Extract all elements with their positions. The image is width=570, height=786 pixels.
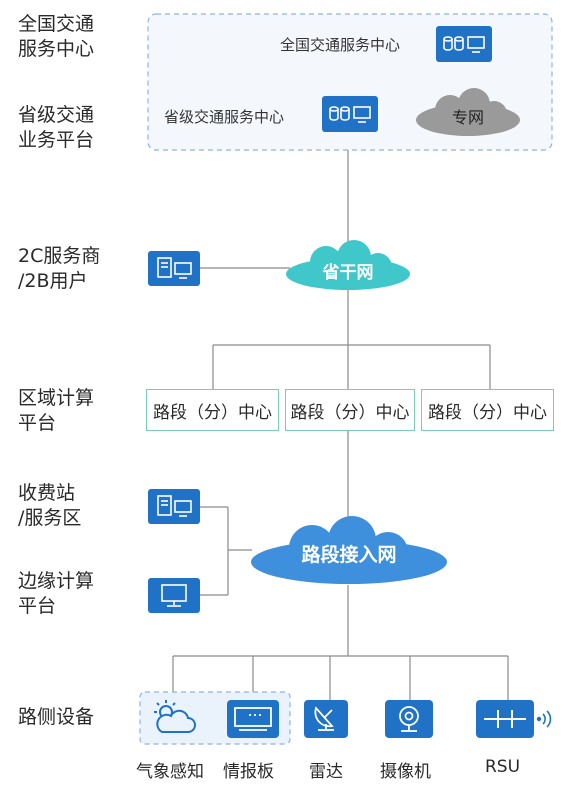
device-label-radar: 雷达 [309,762,343,782]
provider-server-icon [148,251,200,286]
edge-computer-icon [148,578,200,613]
private-net-cloud [416,88,520,136]
info-board-icon [227,700,279,738]
device-label-camera: 摄像机 [380,762,431,782]
access-net-label: 路段接入网 [301,544,397,566]
camera-icon [385,700,433,738]
backbone-label: 省干网 [322,263,374,283]
device-label-board: 情报板 [223,762,274,782]
device-label-weather: 气象感知 [136,762,204,782]
side-label-edge: 边缘计算 平台 [18,570,95,617]
signal-waves-icon [536,710,552,728]
national-server-icon [436,26,492,62]
road-center-box: 路段（分）中心 [146,389,279,431]
side-label-regional: 区域计算 平台 [18,387,95,434]
side-label-roadside: 路侧设备 [18,706,95,728]
road-center-box: 路段（分）中心 [421,389,554,431]
provincial-server-icon [322,96,378,132]
side-label-toll: 收费站 /服务区 [18,482,82,529]
device-label-rsu: RSU [485,757,521,777]
rsu-icon [476,700,534,738]
side-label-provincial: 省级交通 业务平台 [18,104,95,151]
toll-server-icon [148,489,200,524]
national-center-label: 全国交通服务中心 [280,36,401,54]
private-net-label: 专网 [451,108,484,127]
road-center-box: 路段（分）中心 [285,389,415,431]
side-label-provider: 2C服务商 /2B用户 [18,245,101,292]
radar-icon [304,700,348,738]
weather-sensor-icon [154,700,196,733]
side-label-national: 全国交通 服务中心 [18,13,95,60]
access-net-cloud [251,516,447,584]
provincial-center-label: 省级交通服务中心 [164,108,285,126]
backbone-cloud [286,240,410,290]
